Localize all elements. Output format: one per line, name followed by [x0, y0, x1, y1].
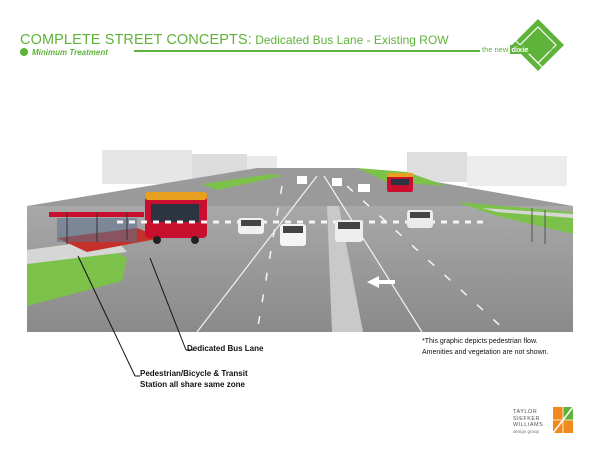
car	[358, 184, 370, 192]
note-line1: *This graphic depicts pedestrian flow.	[422, 338, 538, 345]
car	[332, 178, 342, 186]
firm-line4: design group	[513, 428, 540, 434]
title-main: COMPLETE STREET CONCEPTS:	[20, 32, 252, 48]
logo-prefix: the new	[482, 45, 511, 54]
subtitle: Minimum Treatment	[32, 47, 108, 57]
bus-lane-label: Dedicated Bus Lane	[187, 344, 264, 353]
car	[238, 218, 264, 234]
title-sub: Dedicated Bus Lane - Existing ROW	[251, 33, 449, 47]
lane-line	[196, 175, 318, 332]
street-rendering	[27, 150, 573, 332]
right-sidewalk	[482, 208, 573, 218]
lane-line	[323, 175, 423, 332]
diamond-logo-icon	[512, 19, 564, 71]
distant-bus	[387, 173, 413, 192]
building	[467, 156, 567, 186]
dash-line	[346, 185, 508, 332]
right-grass	[457, 202, 573, 234]
firm-line1: TAYLOR	[513, 409, 538, 415]
firm-line2: SIEFKER	[513, 415, 541, 422]
logo-suffix: highway	[529, 45, 557, 54]
logo-wordmark: the new dixiehighway	[482, 45, 557, 54]
car	[335, 220, 363, 242]
firm-line3: WILLIAMS	[513, 422, 544, 428]
note-line2: Amenities and vegetation are not shown.	[422, 349, 549, 356]
lane-arrow	[367, 276, 395, 288]
header: COMPLETE STREET CONCEPTS: Dedicated Bus …	[0, 0, 600, 75]
firm-logo-icon	[552, 406, 574, 434]
page-title: COMPLETE STREET CONCEPTS: Dedicated Bus …	[20, 32, 449, 48]
car	[280, 224, 306, 246]
logo-highlight: dixie	[510, 45, 530, 54]
bus	[145, 192, 207, 244]
dash-line	[256, 185, 283, 332]
building	[102, 150, 192, 184]
subtitle-row: Minimum Treatment	[20, 47, 108, 57]
car	[407, 210, 433, 228]
firm-logo-text: TAYLOR SIEFKER WILLIAMS design group	[513, 409, 543, 435]
station-label-line2: Station all share same zone	[140, 380, 245, 389]
header-rule	[134, 50, 480, 52]
left-median-grass	[202, 174, 282, 190]
pedestrian-flow-note: *This graphic depicts pedestrian flow. A…	[422, 336, 548, 358]
bullet-dot-icon	[20, 48, 28, 56]
station-label-line1: Pedestrian/Bicycle & Transit	[140, 369, 248, 378]
car	[297, 176, 307, 184]
